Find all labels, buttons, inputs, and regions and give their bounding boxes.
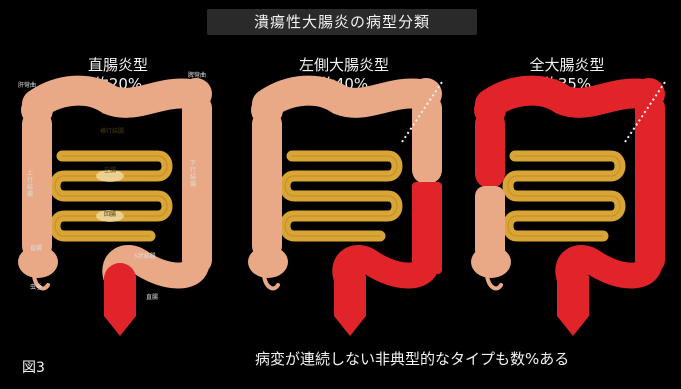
label-sigmoid-colon: S状結腸 [134,253,156,260]
panel-3-diagram [471,75,666,336]
ascending-colon-lower-3 [475,186,505,260]
ascending-colon-1 [22,110,52,260]
transverse-colon-1 [22,75,205,119]
appendix-1 [32,274,50,291]
small-intestine-3 [508,156,620,236]
footer-note: 病変が連続しない非典型的なタイプも数%ある [255,350,570,368]
label-splenic-flexure: 脾彎曲 [188,72,207,79]
ascending-colon-upper-3 [475,110,505,188]
descending-colon-1 [182,94,212,274]
label-transverse-colon: 横行結腸 [100,128,125,135]
rectum-top-2 [334,263,366,295]
descending-colon-lower-2 [412,182,442,274]
label-ileum: 回腸 [104,211,117,218]
title-bar: 潰瘍性大腸炎の病型分類 [207,9,477,35]
rectum-top-1 [104,263,136,295]
cecum-3 [471,246,511,278]
panel-2-diagram [248,75,443,336]
ascending-colon-2 [252,110,282,260]
figure-title: 潰瘍性大腸炎の病型分類 [253,13,430,31]
descending-colon-3 [635,94,665,274]
label-appendix: 虫垂 [30,284,43,291]
rectum-top-3 [557,263,589,295]
appendix-3 [485,274,503,291]
appendix-2 [262,274,280,291]
figure-label: 図3 [22,360,45,376]
label-hepatic-flexure: 肝彎曲 [18,82,37,89]
transverse-colon-3 [475,75,658,119]
descending-colon-upper-2 [412,94,442,184]
panel-1-diagram [18,75,212,336]
transverse-colon-2 [252,75,435,119]
panel-1-name: 直腸炎型 [87,56,148,74]
panel-3-name: 全大腸炎型 [529,56,605,74]
ileum-glow [96,210,124,222]
boundary-line-3 [624,81,666,143]
cecum-1 [18,246,58,278]
boundary-line-2 [401,81,443,143]
label-cecum: 盲腸 [30,245,43,252]
cecum-2 [248,246,288,278]
label-descending-colon: 下行結腸 [190,160,197,188]
panel-2-name: 左側大腸炎型 [298,56,389,74]
small-intestine-2 [285,156,397,236]
label-jejunum: 空腸 [104,167,117,174]
label-ascending-colon: 上行結腸 [27,170,34,198]
label-rectum: 直腸 [146,294,159,301]
jejunum-glow [96,170,124,182]
